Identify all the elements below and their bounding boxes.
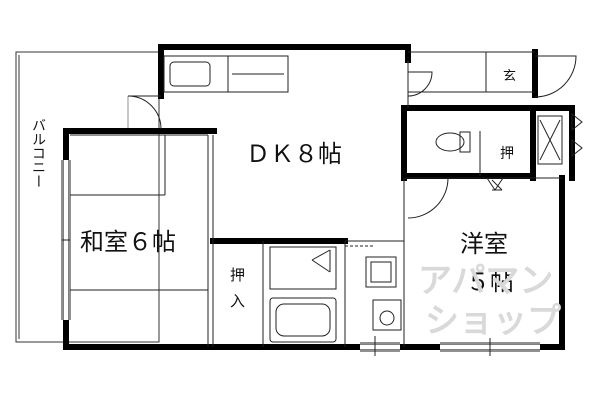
bathtub — [269, 246, 337, 343]
kitchen-counter — [163, 55, 289, 93]
oshiire-label-top: 押 — [230, 266, 245, 284]
dk-label: ＤＫ８帖 — [246, 140, 342, 168]
watermark-line-2: ショップ — [425, 301, 561, 341]
youshitsu-size-label: ５帖 — [466, 268, 514, 296]
washitsu-label: 和室６帖 — [80, 228, 176, 256]
youshitsu-name-label: 洋室 — [460, 230, 508, 258]
watermark-logo: アパマン ショップ — [418, 261, 561, 341]
partitions — [61, 51, 563, 356]
balcony-label: バルコニー — [30, 118, 46, 188]
balcony-outline — [15, 51, 160, 343]
oshiire-small-label: 押 — [500, 146, 514, 162]
oshiire-label-bottom: 入 — [230, 292, 245, 310]
tatami-mats — [70, 134, 208, 291]
watermark-line-1: アパマン — [418, 261, 553, 301]
genkan-label: 玄 — [503, 69, 516, 84]
door-swings — [127, 55, 583, 300]
toilet — [435, 131, 471, 153]
washroom-fixtures — [345, 245, 402, 331]
